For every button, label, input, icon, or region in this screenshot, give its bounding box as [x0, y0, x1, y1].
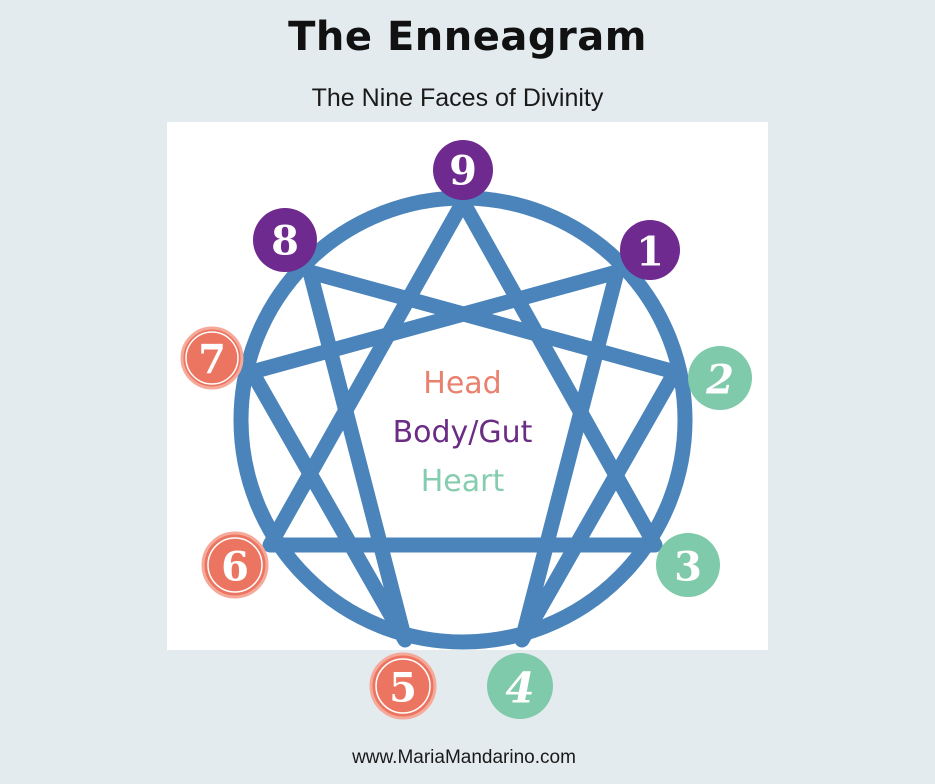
- badge-6-label: 6: [221, 544, 249, 591]
- triangle-9-3-6: [262, 194, 663, 553]
- website-url: www.MariaMandarino.com: [352, 747, 576, 768]
- badge-5-label: 5: [389, 665, 417, 712]
- page-subtitle: The Nine Faces of Divinity: [311, 84, 604, 112]
- badge-4-label: 4: [505, 664, 534, 713]
- badge-2: 2: [688, 346, 752, 410]
- badge-7-label: 7: [198, 337, 226, 384]
- badge-1: 1: [620, 220, 680, 280]
- badge-3-label: 3: [674, 544, 702, 591]
- badge-4: 4: [487, 653, 553, 719]
- badge-2-label: 2: [705, 357, 734, 404]
- hexad-1-4-2-8-5-7: [244, 264, 683, 648]
- center-label-head: Head: [423, 366, 502, 401]
- badge-7: 7: [180, 326, 244, 390]
- badge-6: 6: [201, 531, 269, 599]
- badge-3: 3: [656, 533, 720, 597]
- badge-9: 9: [433, 140, 493, 200]
- badge-8: 8: [253, 208, 317, 272]
- center-label-body-gut: Body/Gut: [392, 415, 533, 450]
- badge-5: 5: [369, 652, 437, 720]
- badge-8-label: 8: [271, 218, 299, 265]
- badge-9-label: 9: [449, 148, 477, 195]
- center-label-heart: Heart: [420, 464, 505, 499]
- badge-1-label: 1: [636, 229, 664, 276]
- page-title: The Enneagram: [288, 14, 647, 60]
